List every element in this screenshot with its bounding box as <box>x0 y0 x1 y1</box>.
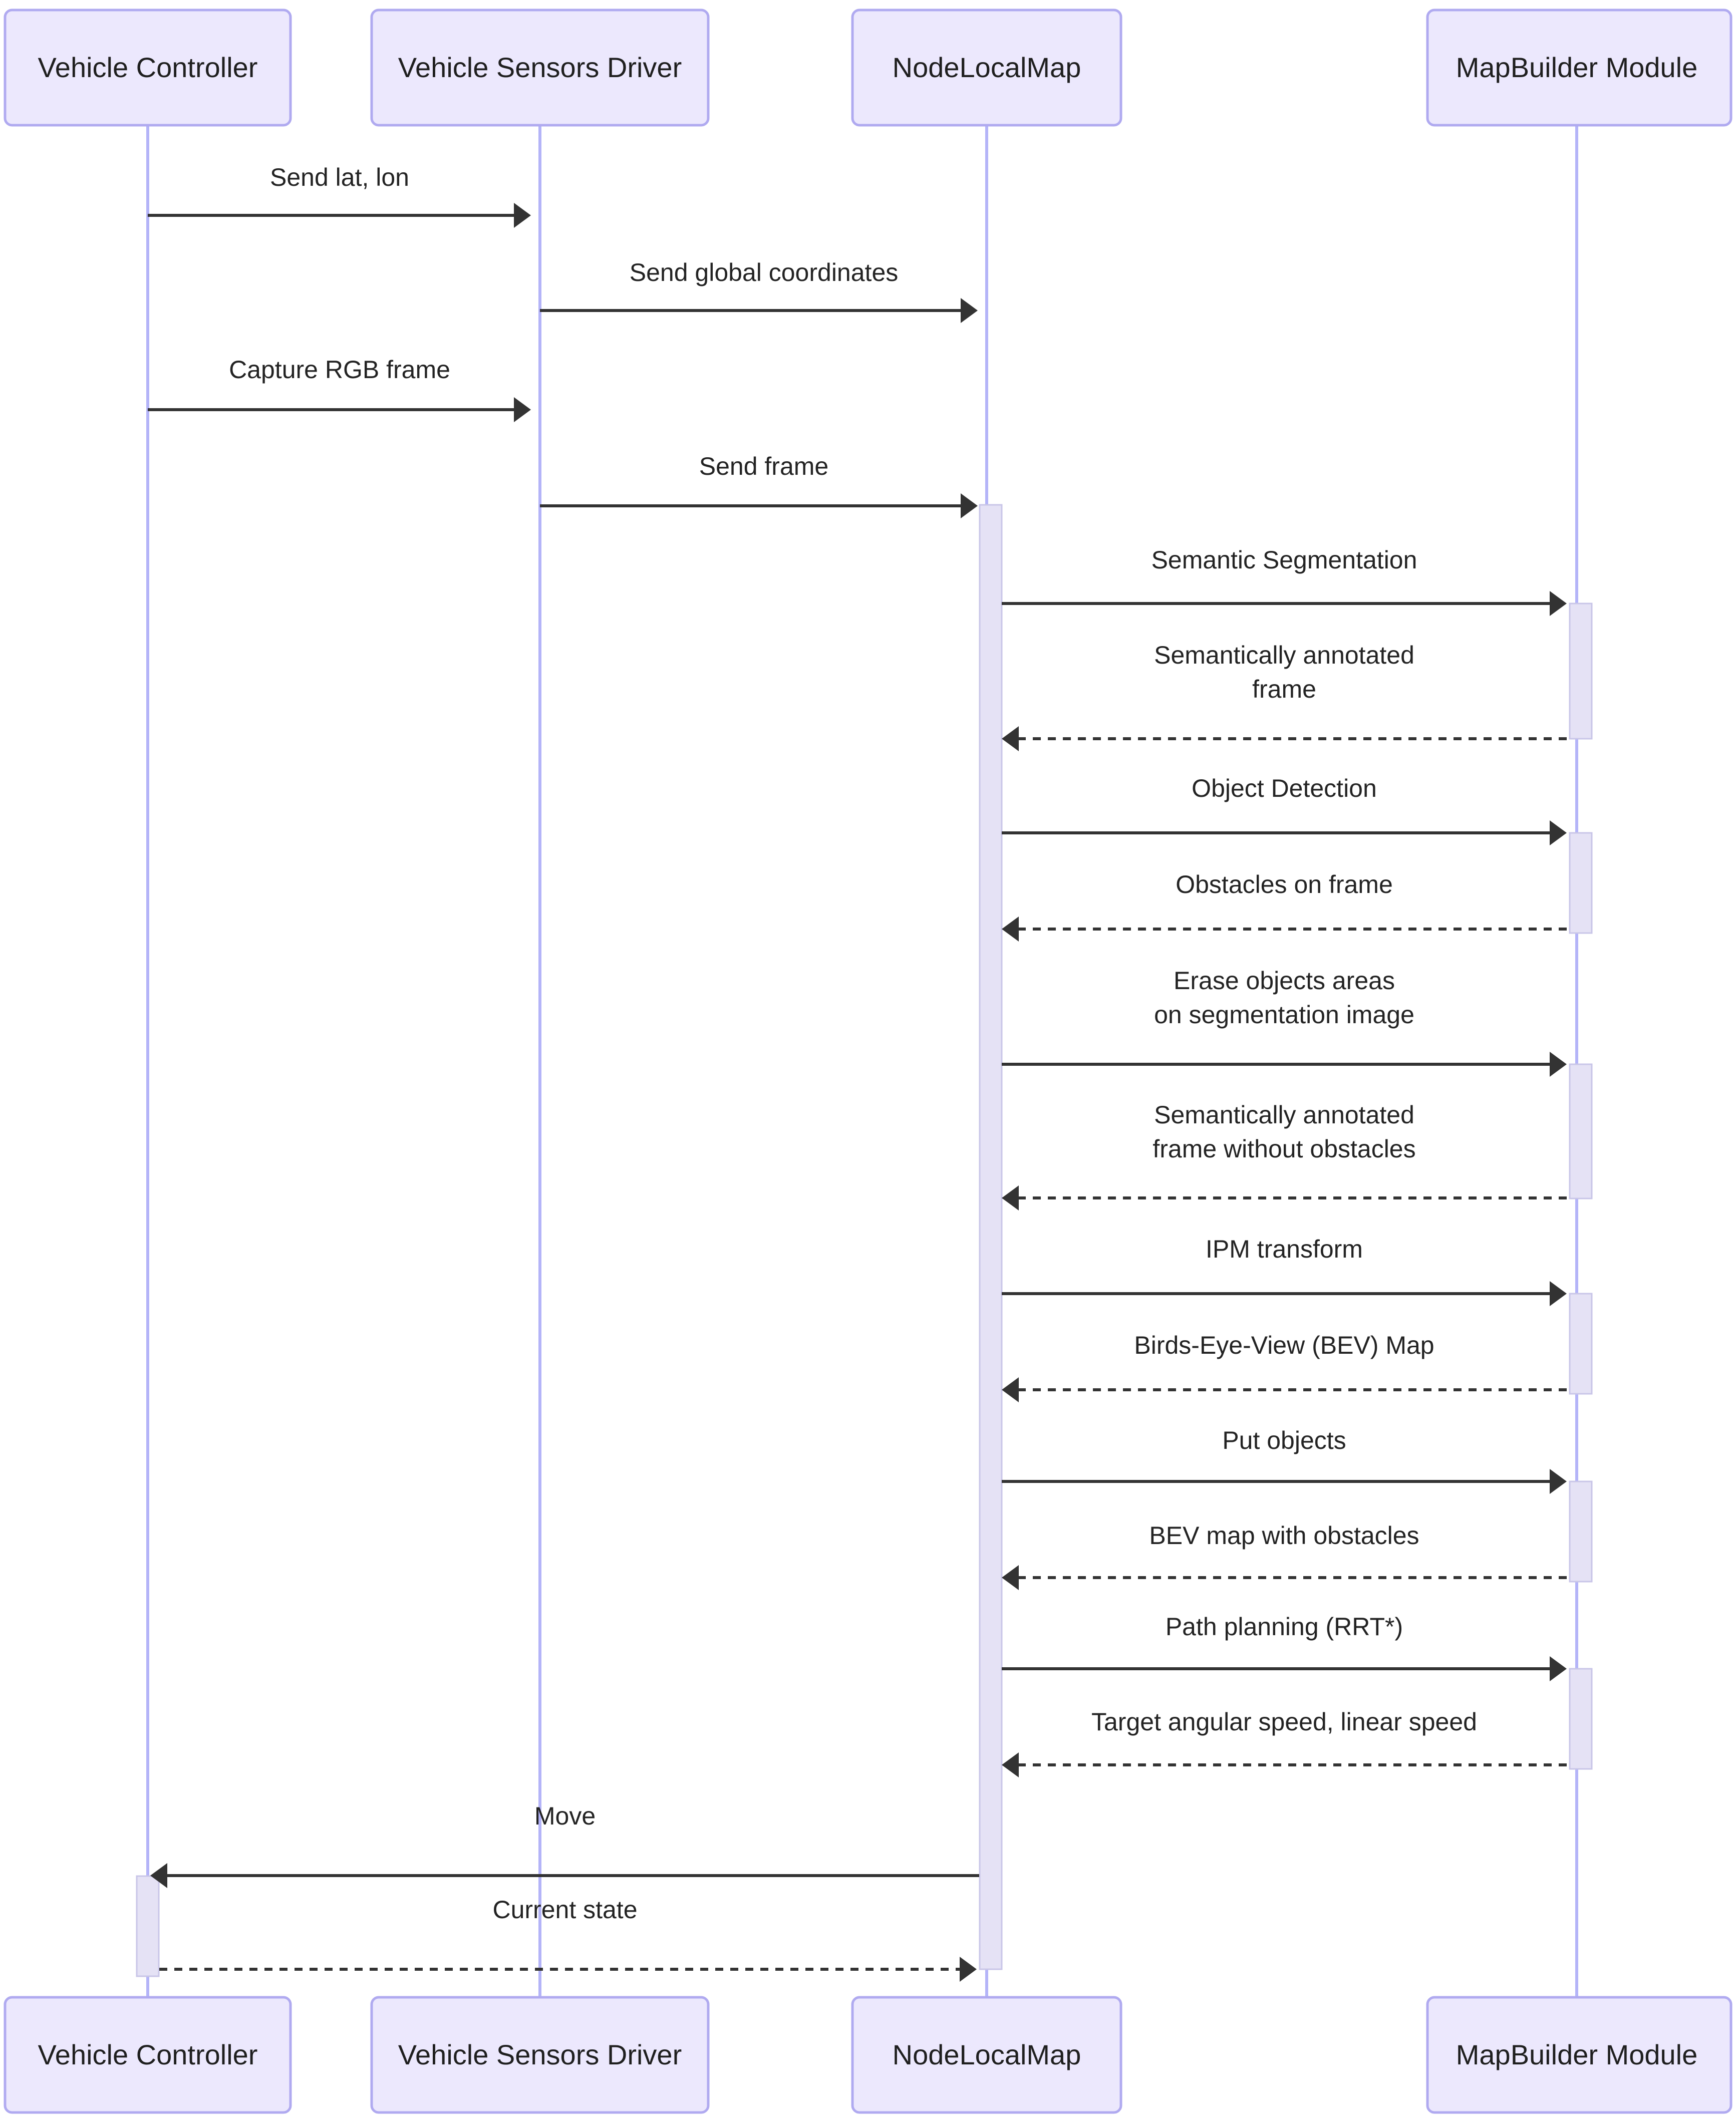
actor-label: MapBuilder Module <box>1456 2039 1697 2070</box>
message-arrowhead <box>1550 1469 1567 1494</box>
message-msg-put-objects: Put objects <box>1002 1426 1567 1494</box>
actor-vehicle-controller-top[interactable]: Vehicle Controller <box>4 9 292 127</box>
message-arrowhead <box>1002 1377 1019 1402</box>
activation-bar <box>1569 1063 1593 1199</box>
message-label: Send lat, lon <box>270 163 409 191</box>
actor-vehicle-controller-bottom[interactable]: Vehicle Controller <box>4 1996 292 2114</box>
message-msg-path-planning: Path planning (RRT*) <box>1002 1613 1567 1681</box>
message-arrowhead <box>1002 1565 1019 1590</box>
actor-label: NodeLocalMap <box>893 52 1081 83</box>
message-msg-move: Move <box>150 1802 979 1888</box>
message-label: Object Detection <box>1192 774 1377 802</box>
message-msg-send-lat-lon: Send lat, lon <box>148 163 531 228</box>
message-msg-ipm-transform: IPM transform <box>1002 1235 1567 1306</box>
message-arrowhead <box>1550 1052 1567 1077</box>
message-label: Path planning (RRT*) <box>1166 1613 1403 1641</box>
message-label: Put objects <box>1222 1426 1346 1454</box>
actor-label: MapBuilder Module <box>1456 52 1697 83</box>
actor-boxes-top: Vehicle Controller Vehicle Sensors Driver… <box>4 9 1732 127</box>
actor-mapbuilder-module-top[interactable]: MapBuilder Module <box>1426 9 1732 127</box>
message-msg-semantic-segmentation: Semantic Segmentation <box>1002 546 1567 616</box>
message-arrowhead <box>1550 1281 1567 1306</box>
actor-label: Vehicle Controller <box>38 52 258 83</box>
message-arrowhead <box>1002 1752 1019 1777</box>
message-msg-obstacles-on-frame: Obstacles on frame <box>1002 870 1567 942</box>
actor-vehicle-sensors-driver-top[interactable]: Vehicle Sensors Driver <box>370 9 710 127</box>
message-msg-capture-rgb-frame: Capture RGB frame <box>148 356 531 422</box>
activation-bar <box>1569 1668 1593 1770</box>
message-arrowhead <box>1002 1185 1019 1210</box>
actor-mapbuilder-module-bottom[interactable]: MapBuilder Module <box>1426 1996 1732 2114</box>
actor-box[interactable] <box>1426 1996 1732 2114</box>
message-label: Semantically annotated <box>1154 641 1414 669</box>
message-label: Semantic Segmentation <box>1151 546 1417 574</box>
activation-bar <box>1569 602 1593 740</box>
message-label: frame <box>1252 675 1316 703</box>
message-arrowhead <box>1002 726 1019 751</box>
actor-box[interactable] <box>851 1996 1122 2114</box>
message-label: Semantically annotated <box>1154 1101 1414 1129</box>
actor-box[interactable] <box>370 9 710 127</box>
message-arrowhead <box>150 1863 167 1888</box>
actor-node-local-map-top[interactable]: NodeLocalMap <box>851 9 1122 127</box>
message-msg-send-global-coordinates: Send global coordinates <box>540 258 978 323</box>
message-msg-current-state: Current state <box>159 1896 977 1982</box>
actor-label: NodeLocalMap <box>893 2039 1081 2070</box>
message-msg-semantically-annotated-frame-without-obstacles: Semantically annotated frame without obst… <box>1002 1101 1567 1210</box>
activation-bar <box>1569 1480 1593 1583</box>
message-msg-send-frame: Send frame <box>540 452 978 518</box>
actor-box[interactable] <box>4 9 292 127</box>
message-label: Obstacles on frame <box>1176 870 1393 898</box>
actor-label: Vehicle Sensors Driver <box>398 2039 682 2070</box>
message-msg-bev-map-with-obstacles: BEV map with obstacles <box>1002 1522 1567 1590</box>
message-arrowhead <box>961 493 978 518</box>
message-label: frame without obstacles <box>1152 1135 1415 1163</box>
message-arrowhead <box>1550 820 1567 845</box>
message-arrowhead <box>514 203 531 228</box>
message-label: Birds-Eye-View (BEV) Map <box>1134 1331 1434 1359</box>
actor-box[interactable] <box>4 1996 292 2114</box>
actor-label: Vehicle Controller <box>38 2039 258 2070</box>
message-label: Send frame <box>699 452 828 480</box>
message-msg-object-detection: Object Detection <box>1002 774 1567 845</box>
message-msg-semantically-annotated-frame: Semantically annotated frame <box>1002 641 1567 751</box>
activation-bar <box>979 504 1003 1970</box>
message-label: IPM transform <box>1206 1235 1363 1263</box>
actor-vehicle-sensors-driver-bottom[interactable]: Vehicle Sensors Driver <box>370 1996 710 2114</box>
message-arrowhead <box>514 397 531 422</box>
message-msg-erase-objects-areas: Erase objects areas on segmentation image <box>1002 967 1567 1077</box>
message-arrowhead <box>960 1957 977 1982</box>
activations-layer <box>136 504 1593 1977</box>
activation-bar <box>1569 1293 1593 1395</box>
actor-boxes-bottom: Vehicle Controller Vehicle Sensors Driver… <box>4 1996 1732 2114</box>
actor-box[interactable] <box>851 9 1122 127</box>
message-label: Current state <box>492 1896 637 1924</box>
message-label: Send global coordinates <box>630 258 899 286</box>
actor-node-local-map-bottom[interactable]: NodeLocalMap <box>851 1996 1122 2114</box>
actor-box[interactable] <box>1426 9 1732 127</box>
message-label: Move <box>534 1802 596 1830</box>
actor-label: Vehicle Sensors Driver <box>398 52 682 83</box>
activation-bar <box>136 1875 160 1977</box>
message-label: Target angular speed, linear speed <box>1091 1708 1477 1736</box>
message-arrowhead <box>1002 917 1019 942</box>
message-msg-bev-map: Birds-Eye-View (BEV) Map <box>1002 1331 1567 1402</box>
actor-box[interactable] <box>370 1996 710 2114</box>
activation-bar <box>1569 832 1593 934</box>
message-label: Capture RGB frame <box>229 356 450 384</box>
message-label: Erase objects areas <box>1174 967 1395 995</box>
message-msg-target-speeds: Target angular speed, linear speed <box>1002 1708 1567 1777</box>
message-arrowhead <box>1550 591 1567 616</box>
message-arrowhead <box>1550 1656 1567 1681</box>
message-arrowhead <box>961 298 978 323</box>
message-label: on segmentation image <box>1154 1001 1414 1029</box>
message-label: BEV map with obstacles <box>1149 1522 1419 1550</box>
